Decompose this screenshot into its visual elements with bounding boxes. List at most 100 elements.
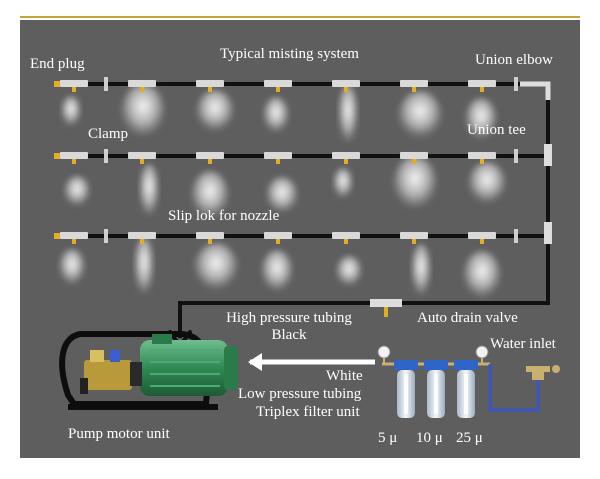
nozzle-tip: [412, 239, 416, 244]
slip-lok-nozzle: [128, 80, 156, 87]
mist-spray: [194, 243, 238, 293]
label-slip-lok: Slip lok for nozzle: [168, 208, 280, 224]
mist-spray: [134, 237, 154, 299]
slip-lok-nozzle: [196, 232, 224, 239]
slip-lok-nozzle: [332, 232, 360, 239]
slip-lok-nozzle: [60, 80, 88, 87]
label-high-pressure-tubing: High pressure tubing Black: [204, 310, 374, 344]
slip-lok-nozzle: [400, 80, 428, 87]
mist-spray: [261, 250, 293, 294]
label-end-plug: End plug: [30, 56, 85, 72]
clamp: [104, 229, 108, 243]
label-union-tee: Union tee: [467, 122, 526, 138]
clamp: [514, 77, 518, 91]
union-tee: [544, 222, 552, 244]
slip-lok-nozzle: [196, 80, 224, 87]
nozzle-tip: [344, 239, 348, 244]
slip-lok-nozzle: [264, 232, 292, 239]
nozzle-tip: [140, 159, 144, 164]
nozzle-tip: [276, 159, 280, 164]
label-auto-drain-valve: Auto drain valve: [417, 310, 518, 326]
slip-lok-nozzle: [468, 232, 496, 239]
label-filter-5: 5 μ: [378, 430, 398, 446]
label-clamp: Clamp: [88, 126, 128, 142]
mist-spray: [398, 91, 442, 141]
nozzle-tip: [344, 87, 348, 92]
slip-lok-nozzle: [332, 152, 360, 159]
misting-diagram-svg: [54, 77, 560, 418]
slip-lok-nozzle: [60, 152, 88, 159]
mist-spray: [411, 244, 431, 300]
end-plug: [54, 153, 60, 159]
end-plug: [54, 233, 60, 239]
mist-spray: [333, 168, 353, 200]
nozzle-tip: [412, 159, 416, 164]
slip-lok-nozzle: [128, 152, 156, 159]
low-pressure-arrowhead: [248, 353, 262, 371]
nozzle-tip: [276, 87, 280, 92]
slip-lok-nozzle: [468, 80, 496, 87]
clamp: [514, 229, 518, 243]
nozzle-tip: [140, 239, 144, 244]
nozzle-tip: [208, 239, 212, 244]
mist-spray: [64, 176, 90, 208]
slip-lok-nozzle: [196, 152, 224, 159]
triplex-filter-unit: [377, 345, 490, 418]
misting-diagram-panel: End plug Typical misting system Union el…: [20, 20, 580, 458]
clamp: [104, 149, 108, 163]
mist-spray: [338, 85, 358, 147]
high-pressure-tubing: [178, 88, 550, 338]
label-union-elbow: Union elbow: [475, 52, 553, 68]
pump-motor-unit: [59, 331, 238, 410]
slip-lok-nozzle: [332, 80, 360, 87]
label-hp-line2: Black: [271, 327, 307, 343]
label-white: White: [326, 368, 363, 384]
clamp: [514, 149, 518, 163]
mist-spray: [196, 90, 234, 134]
slip-lok-nozzle: [264, 80, 292, 87]
label-hp-line1: High pressure tubing: [226, 310, 352, 326]
nozzle-tip: [208, 87, 212, 92]
mist-spray: [463, 251, 501, 301]
nozzle-tip: [72, 159, 76, 164]
nozzle-tip: [72, 87, 76, 92]
mist-spray: [139, 164, 159, 220]
mist-spray: [468, 162, 506, 206]
nozzle-tip: [140, 87, 144, 92]
slip-lok-nozzle: [468, 152, 496, 159]
label-water-inlet: Water inlet: [490, 336, 556, 352]
mist-spray: [263, 97, 289, 135]
nozzle-tip: [412, 87, 416, 92]
mist-spray: [465, 98, 497, 142]
nozzles: [60, 80, 496, 244]
label-filter-10: 10 μ: [416, 430, 443, 446]
union-elbow: [520, 81, 551, 100]
mist-spray: [59, 249, 85, 287]
mist-spray: [393, 156, 437, 212]
auto-drain-tip: [384, 307, 388, 317]
slip-lok-nozzle: [400, 232, 428, 239]
slip-lok-nozzle: [264, 152, 292, 159]
nozzle-tip: [344, 159, 348, 164]
end-plug: [54, 81, 60, 87]
label-low-pressure-tubing: Low pressure tubing: [238, 386, 362, 402]
mist-spray: [266, 177, 298, 215]
mist-spray: [121, 84, 165, 140]
nozzle-tip: [480, 239, 484, 244]
diagram-title: Typical misting system: [220, 46, 359, 62]
mist-sprays: [59, 84, 506, 301]
union-tee: [544, 144, 552, 166]
label-pump-motor: Pump motor unit: [68, 426, 170, 442]
top-rule: [20, 16, 580, 18]
clamp: [104, 77, 108, 91]
label-filter-25: 25 μ: [456, 430, 483, 446]
mist-spray: [336, 256, 362, 288]
nozzle-tip: [480, 87, 484, 92]
label-triplex-filter: Triplex filter unit: [256, 404, 360, 420]
auto-drain-valve: [370, 299, 402, 307]
slip-lok-nozzle: [128, 232, 156, 239]
nozzle-tip: [276, 239, 280, 244]
nozzle-tip: [208, 159, 212, 164]
slip-lok-nozzle: [400, 152, 428, 159]
mist-spray: [191, 171, 229, 221]
